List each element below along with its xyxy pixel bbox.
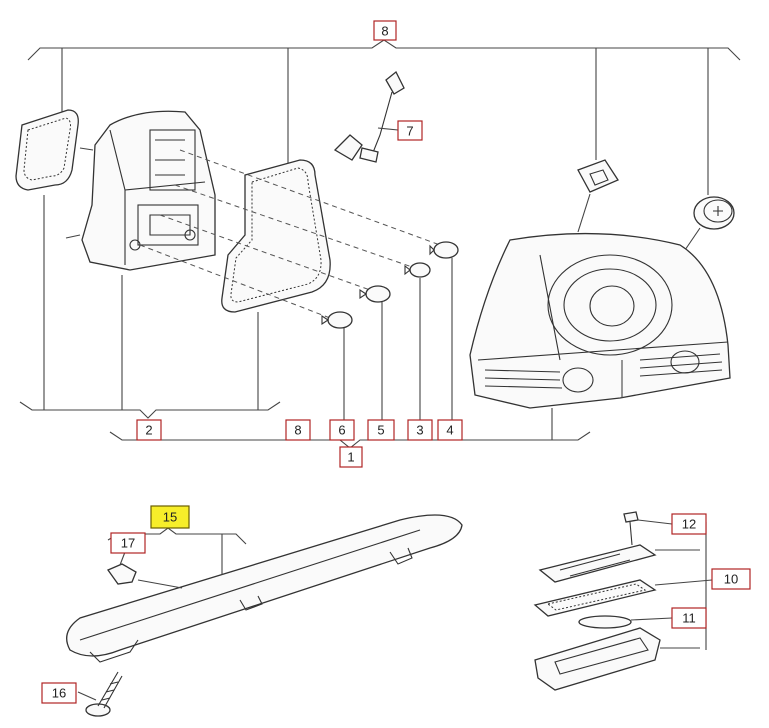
housing-base xyxy=(534,627,700,691)
bulb-11 xyxy=(578,615,673,629)
label-15-text: 15 xyxy=(163,510,177,525)
label-11[interactable]: 11 xyxy=(671,607,707,629)
label-11-text: 11 xyxy=(682,611,696,626)
label-6[interactable]: 6 xyxy=(329,419,355,441)
tail-lamp-housing xyxy=(469,232,731,409)
label-8-top-text: 8 xyxy=(381,24,388,39)
gasket-left xyxy=(15,109,79,191)
label-8-top[interactable]: 8 xyxy=(373,20,397,41)
label-7[interactable]: 7 xyxy=(397,120,423,141)
third-brake-light xyxy=(66,514,463,663)
label-2-text: 2 xyxy=(145,423,152,438)
bulb-6 xyxy=(321,311,353,329)
label-12[interactable]: 12 xyxy=(671,513,707,535)
bulb-4 xyxy=(429,241,459,259)
label-16[interactable]: 16 xyxy=(41,682,77,704)
label-12-text: 12 xyxy=(682,517,696,532)
label-2[interactable]: 2 xyxy=(136,419,162,441)
label-15[interactable]: 15 xyxy=(150,505,190,529)
round-cap xyxy=(684,196,735,251)
label-1-text: 1 xyxy=(347,450,354,465)
screw-16 xyxy=(77,671,123,717)
projection-lines xyxy=(139,149,441,319)
bulbs xyxy=(321,241,459,420)
gasket-plate xyxy=(533,579,713,617)
label-4-text: 4 xyxy=(446,423,453,438)
lens-cover xyxy=(538,544,700,583)
label-10[interactable]: 10 xyxy=(711,568,751,590)
clip-17 xyxy=(107,551,137,585)
label-3-text: 3 xyxy=(416,423,423,438)
bulb-3 xyxy=(404,262,431,278)
label-5[interactable]: 5 xyxy=(367,419,395,441)
label-8-bottom[interactable]: 8 xyxy=(285,419,311,441)
bracket-2 xyxy=(19,195,281,419)
bulb-5 xyxy=(359,285,391,303)
wire-harness xyxy=(333,70,405,163)
license-light-assembly xyxy=(533,511,713,691)
screw-12 xyxy=(623,511,673,546)
label-10-text: 10 xyxy=(724,572,738,587)
label-7-text: 7 xyxy=(406,124,413,139)
square-socket xyxy=(577,159,619,233)
seal-frame xyxy=(221,159,331,313)
label-17-text: 17 xyxy=(121,536,135,551)
label-17[interactable]: 17 xyxy=(110,532,146,554)
label-5-text: 5 xyxy=(377,423,384,438)
label-8-bottom-text: 8 xyxy=(294,423,301,438)
label-6-text: 6 xyxy=(338,423,345,438)
label-16-text: 16 xyxy=(52,686,66,701)
label-4[interactable]: 4 xyxy=(437,419,463,441)
label-3[interactable]: 3 xyxy=(407,419,433,441)
label-1[interactable]: 1 xyxy=(339,446,363,468)
